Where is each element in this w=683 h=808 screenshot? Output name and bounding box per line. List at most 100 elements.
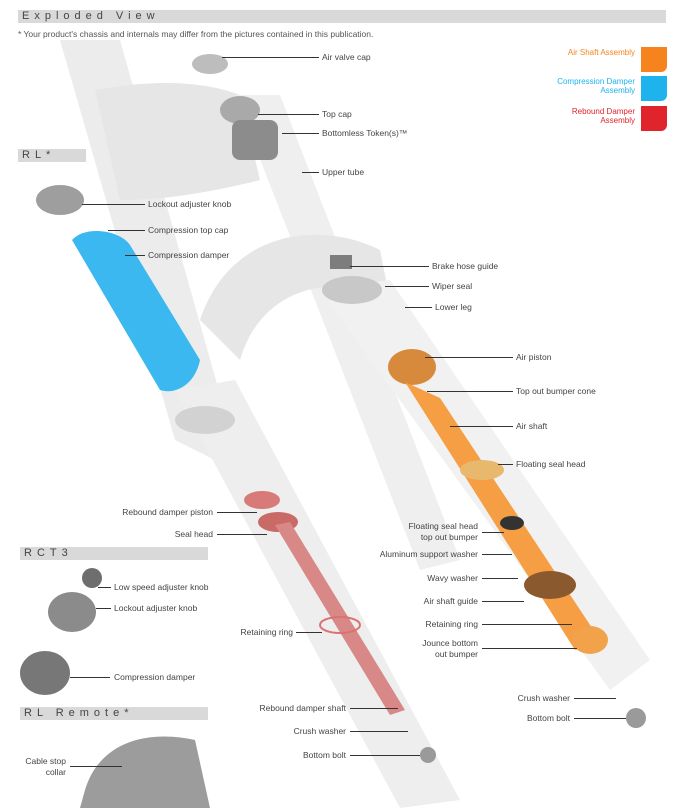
label-air-shaft: Air shaft bbox=[516, 421, 548, 431]
leader-floating-seal-head bbox=[498, 464, 513, 465]
floating-seal-bumper-part bbox=[500, 516, 524, 530]
label-cable-stop-1: Cable stop bbox=[25, 756, 66, 766]
legend-compression-swatch bbox=[641, 76, 667, 101]
bottom-bolt-left-part bbox=[420, 747, 436, 763]
label-aluminum-support-washer: Aluminum support washer bbox=[379, 549, 478, 559]
leader-lockout-knob-rl bbox=[82, 204, 145, 205]
leader-top-out-bumper-cone bbox=[427, 391, 513, 392]
leader-retaining-ring-left bbox=[296, 632, 322, 633]
legend-air-shaft: Air Shaft Assembly bbox=[567, 48, 635, 57]
top-cap-part bbox=[220, 96, 260, 124]
bottomless-tokens-part bbox=[232, 120, 278, 160]
air-piston-part bbox=[388, 349, 436, 385]
label-compression-top-cap: Compression top cap bbox=[148, 225, 229, 235]
label-retaining-ring-right: Retaining ring bbox=[425, 619, 478, 629]
label-bottom-bolt-left: Bottom bolt bbox=[303, 750, 346, 760]
label-floating-seal-head-bumper-1: Floating seal head bbox=[408, 521, 478, 531]
leader-cable-stop-collar bbox=[70, 766, 122, 767]
label-air-piston: Air piston bbox=[516, 352, 552, 362]
compression-damper-rct3-part bbox=[20, 651, 70, 695]
leader-jounce-bumper bbox=[482, 648, 577, 649]
leader-retaining-ring-right bbox=[482, 624, 572, 625]
label-crush-washer-left: Crush washer bbox=[293, 726, 346, 736]
label-air-shaft-guide: Air shaft guide bbox=[423, 596, 478, 606]
section-rl-remote: RL Remote* bbox=[20, 707, 208, 720]
leader-lower-leg bbox=[405, 307, 432, 308]
leader-crush-washer-right bbox=[574, 698, 616, 699]
leader-bottom-bolt-right bbox=[574, 718, 626, 719]
label-wiper-seal: Wiper seal bbox=[432, 281, 473, 291]
brake-hose-guide-part bbox=[330, 255, 352, 269]
leader-aluminum-support-washer bbox=[482, 554, 512, 555]
retaining-ring-part bbox=[319, 616, 361, 634]
leader-bottom-bolt-left bbox=[350, 755, 420, 756]
section-rl: RL* bbox=[18, 149, 86, 162]
label-retaining-ring-left: Retaining ring bbox=[240, 627, 293, 637]
leader-air-valve-cap bbox=[222, 57, 319, 58]
label-brake-hose-guide: Brake hose guide bbox=[432, 261, 499, 271]
label-crush-washer-right: Crush washer bbox=[517, 693, 570, 703]
leader-crush-washer-left bbox=[350, 731, 408, 732]
legend-rebound-swatch bbox=[641, 106, 667, 131]
leader-air-shaft bbox=[450, 426, 513, 427]
label-lockout-adjuster-knob-rct3: Lockout adjuster knob bbox=[114, 603, 198, 613]
lockout-knob-rct3-part bbox=[48, 592, 96, 632]
label-low-speed-adjuster-knob: Low speed adjuster knob bbox=[114, 582, 209, 592]
leader-rebound-damper-shaft bbox=[350, 708, 398, 709]
disclaimer-note: * Your product's chassis and internals m… bbox=[18, 29, 374, 39]
leader-top-cap bbox=[258, 114, 319, 115]
label-floating-seal-head-bumper-2: top out bumper bbox=[420, 532, 478, 542]
leader-wiper-seal bbox=[385, 286, 429, 287]
label-cable-stop-2: collar bbox=[45, 767, 66, 777]
legend-rebound-damper: Rebound Damper Assembly bbox=[571, 107, 635, 125]
bottom-bolt-right-part bbox=[626, 708, 646, 728]
label-compression-damper-rl: Compression damper bbox=[148, 250, 230, 260]
label-rebound-damper-shaft: Rebound damper shaft bbox=[259, 703, 346, 713]
label-wavy-washer: Wavy washer bbox=[427, 573, 478, 583]
legend-compression-damper: Compression Damper Assembly bbox=[557, 77, 635, 95]
leader-brake-hose-guide bbox=[350, 266, 429, 267]
floating-seal-head-part bbox=[460, 460, 504, 480]
compression-damper-rl-part bbox=[72, 230, 200, 392]
leader-rebound-damper-piston bbox=[217, 512, 257, 513]
leader-bottomless-tokens bbox=[282, 133, 319, 134]
leader-compression-damper-rl bbox=[125, 255, 145, 256]
leader-seal-head bbox=[217, 534, 267, 535]
legend-air-shaft-swatch bbox=[641, 47, 667, 72]
cable-stop-collar-part bbox=[80, 736, 210, 808]
label-rebound-damper-piston: Rebound damper piston bbox=[122, 507, 213, 517]
label-lockout-knob-rl: Lockout adjuster knob bbox=[148, 199, 232, 209]
air-shaft-guide-part bbox=[524, 571, 576, 599]
label-floating-seal-head: Floating seal head bbox=[516, 459, 586, 469]
leader-air-shaft-guide bbox=[482, 601, 524, 602]
leader-compression-top-cap bbox=[108, 230, 145, 231]
section-rct3: RCT3 bbox=[20, 547, 208, 560]
leader-floating-seal-bumper bbox=[482, 532, 504, 533]
label-jounce-1: Jounce bottom bbox=[422, 638, 478, 648]
right-upper-tube-shape bbox=[235, 95, 460, 570]
label-upper-tube: Upper tube bbox=[322, 167, 365, 177]
rebound-piston-part bbox=[244, 491, 280, 509]
air-valve-cap-part bbox=[192, 54, 228, 74]
leader-wavy-washer bbox=[482, 578, 518, 579]
leader-low-speed-knob bbox=[98, 587, 111, 588]
wiper-seal-left-part bbox=[175, 406, 235, 434]
lockout-knob-rl-part bbox=[36, 185, 84, 215]
jounce-bumper-part bbox=[572, 626, 608, 654]
label-compression-damper-rct3: Compression damper bbox=[114, 672, 196, 682]
label-top-cap: Top cap bbox=[322, 109, 352, 119]
low-speed-knob-part bbox=[82, 568, 102, 588]
wiper-seal-part bbox=[322, 276, 382, 304]
label-top-out-bumper-cone: Top out bumper cone bbox=[516, 386, 596, 396]
leader-lockout-knob-rct3 bbox=[96, 608, 111, 609]
page-title: Exploded View bbox=[18, 10, 666, 23]
leader-air-piston bbox=[425, 357, 513, 358]
label-bottomless-tokens: Bottomless Token(s)™ bbox=[322, 128, 408, 138]
leader-upper-tube bbox=[302, 172, 319, 173]
label-bottom-bolt-right: Bottom bolt bbox=[527, 713, 570, 723]
label-seal-head: Seal head bbox=[174, 529, 213, 539]
label-jounce-2: out bumper bbox=[435, 649, 478, 659]
crown-shape bbox=[95, 83, 260, 200]
label-air-valve-cap: Air valve cap bbox=[322, 52, 371, 62]
